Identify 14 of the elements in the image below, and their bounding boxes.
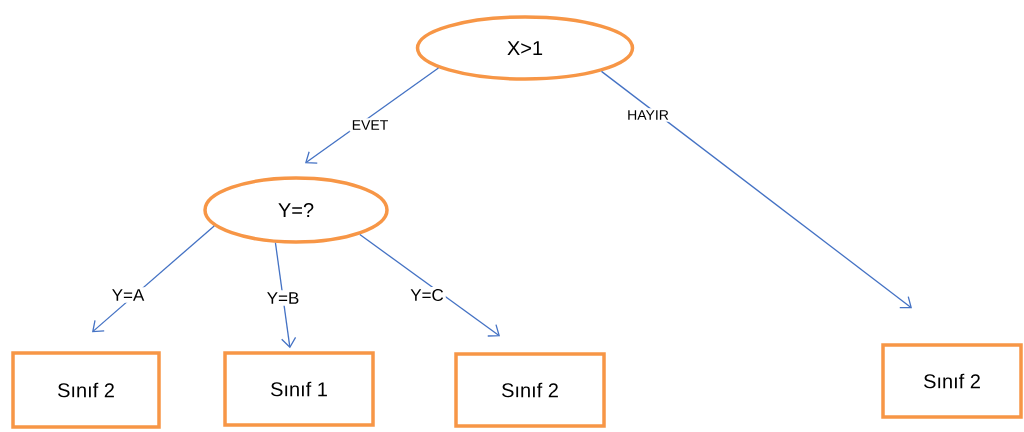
arrow	[274, 242, 297, 349]
class-box: Sınıf 2	[11, 351, 161, 429]
arrow	[92, 225, 215, 333]
arrow	[600, 70, 912, 309]
class-box: Sınıf 2	[881, 343, 1023, 419]
arrow	[305, 67, 440, 164]
arrow	[359, 233, 500, 337]
class-box: Sınıf 2	[454, 352, 606, 428]
edge-label: HAYIR	[625, 108, 671, 122]
edge-label: Y=B	[264, 290, 302, 306]
edge-label: EVET	[349, 118, 391, 132]
edge-label: Y=C	[408, 287, 446, 303]
edge-label: Y=A	[109, 287, 147, 303]
class-box: Sınıf 1	[223, 351, 375, 427]
